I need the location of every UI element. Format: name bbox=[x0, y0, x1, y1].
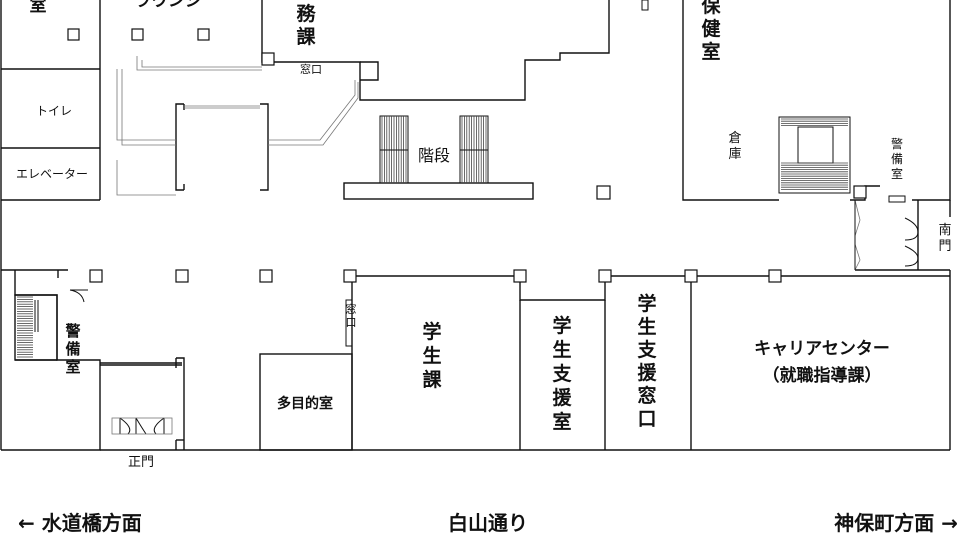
label-student-support-room-char: 支 bbox=[551, 363, 572, 385]
vertical-labels: 務課保健室倉庫警備室南門警備室窓口学生課学生支援室学生支援窓口 bbox=[64, 0, 951, 433]
label-main-gate: 正門 bbox=[128, 455, 154, 470]
storage-stairs bbox=[778, 116, 851, 194]
label-guard-room-left-char: 警 bbox=[64, 322, 80, 340]
label-south-gate-char: 門 bbox=[938, 239, 951, 254]
label-guard-room-right-char: 警 bbox=[891, 136, 903, 151]
label-career-center: キャリアセンター bbox=[754, 339, 890, 359]
label-student-affairs-char: 生 bbox=[422, 344, 441, 367]
label-window-mid-char: 窓 bbox=[346, 302, 357, 316]
label-health-room-char: 保 bbox=[700, 0, 721, 17]
label-health-room: 保健室 bbox=[700, 0, 721, 63]
labels: 室 ラウンジ トイレ エレベーター 窓口 階段 倉庫 多目的室 正門 キャリアセ… bbox=[16, 0, 958, 535]
footer-right: 神保町方面 → bbox=[834, 511, 958, 535]
columns bbox=[67, 28, 867, 283]
label-window-mid-char: 口 bbox=[346, 316, 357, 329]
label-window-top: 窓口 bbox=[300, 62, 322, 76]
label-student-support-room-char: 学 bbox=[552, 314, 571, 337]
label-general-affairs: 務課 bbox=[296, 2, 316, 48]
label-general-affairs-char: 課 bbox=[296, 25, 316, 48]
central-stairs bbox=[379, 115, 489, 184]
doors bbox=[69, 0, 919, 435]
label-student-affairs-char: 課 bbox=[422, 368, 442, 391]
label-guard-room-left-char: 備 bbox=[65, 340, 80, 358]
label-lounge: ラウンジ bbox=[134, 0, 202, 11]
label-toilet: トイレ bbox=[36, 104, 72, 118]
label-guard-room-left-char: 室 bbox=[65, 358, 80, 376]
label-student-support-window-char: 口 bbox=[637, 408, 656, 430]
lounge-partitions bbox=[175, 103, 269, 450]
label-student-support-window-char: 学 bbox=[637, 292, 656, 315]
label-student-support-window-char: 窓 bbox=[637, 384, 656, 407]
building-walls bbox=[0, 0, 951, 451]
label-student-affairs-char: 学 bbox=[422, 320, 441, 343]
label-health-room-char: 健 bbox=[701, 17, 720, 40]
footer-center: 白山通り bbox=[448, 511, 528, 535]
label-elevator: エレベーター bbox=[16, 167, 88, 181]
guard-stairs bbox=[14, 295, 39, 360]
label-south-gate-char: 南 bbox=[938, 222, 951, 238]
label-student-affairs: 学生課 bbox=[422, 320, 442, 391]
label-student-support-window-char: 援 bbox=[637, 361, 657, 384]
label-student-support-room-char: 援 bbox=[552, 386, 572, 409]
label-storage-v-char: 倉 bbox=[728, 131, 741, 146]
label-top-left-room: 室 bbox=[30, 0, 47, 16]
window-marks bbox=[345, 299, 353, 347]
label-student-support-window-char: 支 bbox=[636, 339, 657, 361]
label-general-affairs-char: 務 bbox=[296, 2, 316, 25]
label-student-support-room-char: 生 bbox=[552, 338, 571, 361]
label-health-room-char: 室 bbox=[701, 40, 720, 63]
label-stairs: 階段 bbox=[418, 146, 450, 165]
label-storage-v-char: 庫 bbox=[728, 147, 741, 162]
ramp-lines bbox=[116, 56, 359, 196]
label-student-support-room-char: 室 bbox=[552, 410, 571, 433]
label-guard-room-right: 警備室 bbox=[891, 136, 903, 181]
label-guard-room-right-char: 備 bbox=[891, 151, 903, 166]
label-student-support-window-char: 生 bbox=[637, 315, 656, 338]
label-multipurpose: 多目的室 bbox=[277, 395, 333, 412]
label-career-center-sub: （就職指導課） bbox=[763, 365, 882, 386]
label-south-gate: 南門 bbox=[938, 222, 951, 254]
label-guard-room-left: 警備室 bbox=[64, 322, 80, 376]
label-guard-room-right-char: 室 bbox=[891, 166, 903, 181]
label-window-mid: 窓口 bbox=[346, 302, 357, 329]
footer-left: ← 水道橋方面 bbox=[18, 511, 142, 535]
label-storage-v: 倉庫 bbox=[728, 131, 741, 162]
